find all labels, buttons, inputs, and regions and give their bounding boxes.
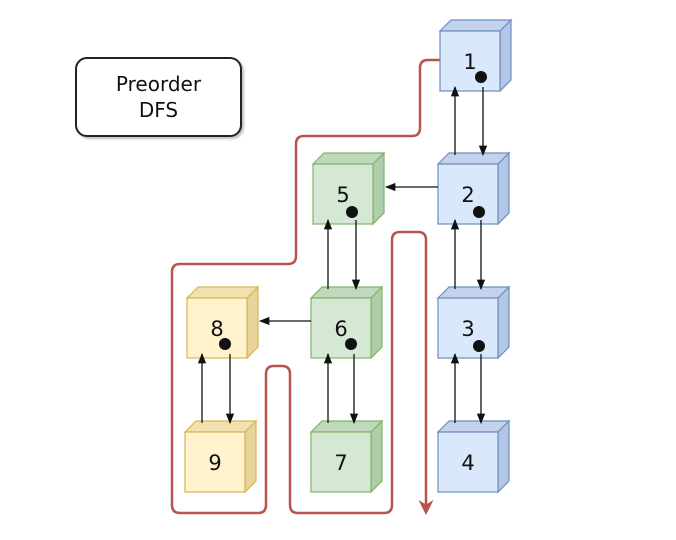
node-side-face	[372, 151, 385, 226]
node-label: 1	[463, 50, 476, 74]
visit-dot-1	[475, 71, 487, 83]
title-line-2: DFS	[138, 98, 179, 122]
title-box: Preorder DFS	[75, 57, 242, 137]
node-7: 7	[309, 419, 384, 494]
node-top-face	[311, 152, 386, 165]
node-label: 7	[334, 451, 347, 475]
node-2: 2	[436, 151, 511, 226]
node-label: 6	[334, 317, 347, 341]
node-front-face	[310, 431, 372, 493]
node-front-face	[437, 163, 499, 225]
node-4: 4	[436, 419, 511, 494]
traversal-path	[170, 58, 440, 515]
node-label: 9	[208, 451, 221, 475]
visit-dot-3	[473, 340, 485, 352]
visit-dot-5	[346, 206, 358, 218]
node-8: 8	[185, 285, 260, 360]
node-side-face	[497, 151, 510, 226]
node-6: 6	[309, 285, 384, 360]
node-top-face	[185, 286, 260, 299]
visit-dot-8	[219, 338, 231, 350]
node-side-face	[497, 419, 510, 494]
visit-dot-2	[473, 206, 485, 218]
node-top-face	[436, 286, 511, 299]
node-label: 5	[336, 183, 349, 207]
node-side-face	[370, 419, 383, 494]
node-side-face	[497, 285, 510, 360]
node-front-face	[312, 163, 374, 225]
node-side-face	[244, 419, 257, 494]
node-label: 4	[461, 451, 474, 475]
node-top-face	[436, 152, 511, 165]
node-front-face	[437, 297, 499, 359]
node-5: 5	[311, 151, 386, 226]
node-side-face	[246, 285, 259, 360]
title-line-1: Preorder	[115, 72, 202, 96]
node-front-face	[186, 297, 248, 359]
node-label: 3	[461, 317, 474, 341]
visit-dot-6	[345, 338, 357, 350]
node-top-face	[309, 286, 384, 299]
node-front-face	[310, 297, 372, 359]
node-front-face	[437, 431, 499, 493]
node-front-face	[439, 30, 501, 92]
node-top-face	[438, 19, 513, 32]
node-label: 8	[210, 317, 223, 341]
node-9: 9	[183, 419, 258, 494]
node-3: 3	[436, 285, 511, 360]
node-1: 1	[438, 18, 513, 93]
node-side-face	[370, 285, 383, 360]
node-label: 2	[461, 183, 474, 207]
node-top-face	[183, 420, 258, 433]
node-top-face	[436, 420, 511, 433]
node-side-face	[499, 18, 512, 93]
node-front-face	[184, 431, 246, 493]
node-top-face	[309, 420, 384, 433]
